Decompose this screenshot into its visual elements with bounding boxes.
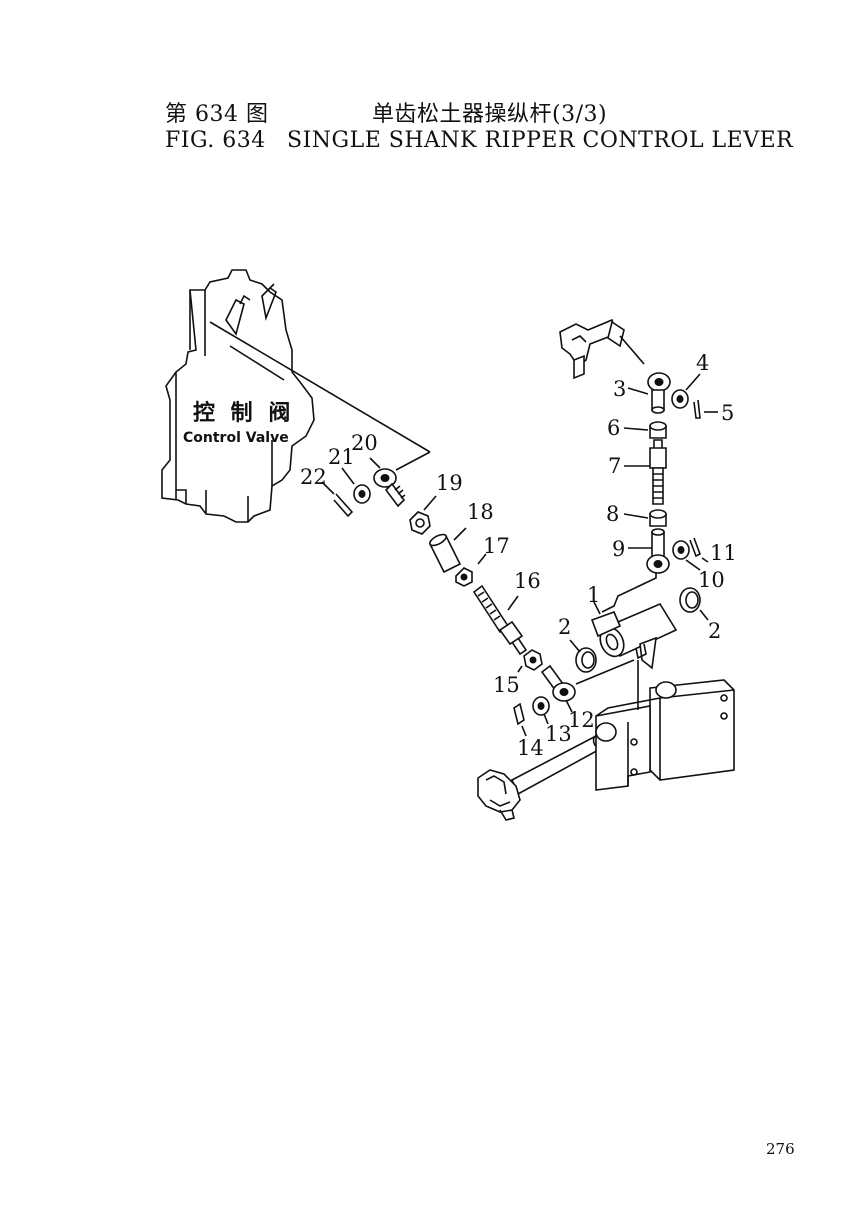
callout-21: 21 [328, 445, 355, 469]
part-1-lever [590, 566, 678, 710]
part-5-cotter-pin [693, 399, 701, 419]
part-13-nut [532, 696, 550, 716]
part-8-nut [649, 509, 667, 527]
callout-17: 17 [483, 534, 510, 558]
callout-10: 10 [698, 568, 725, 592]
callout-2-left: 2 [558, 615, 571, 639]
part-20-rod-end [373, 468, 406, 508]
part-17-nut [455, 567, 473, 587]
part-19-nut [409, 511, 431, 535]
figure-number-en: FIG. 634 [165, 128, 266, 153]
callout-15: 15 [493, 673, 520, 697]
callout-19: 19 [436, 471, 463, 495]
part-15-nut [523, 649, 543, 671]
part-18-sleeve [428, 533, 462, 574]
upper-lever-assembly [559, 318, 645, 380]
callout-12: 12 [568, 708, 595, 732]
callout-1: 1 [587, 583, 600, 607]
callout-6: 6 [607, 416, 620, 440]
part-9-rod-end [646, 528, 670, 574]
part-3-rod-end [647, 372, 671, 414]
part-4-nut [671, 389, 689, 409]
callout-11: 11 [710, 541, 737, 565]
callout-7: 7 [608, 454, 621, 478]
part-11-cotter-pin [689, 537, 702, 558]
part-21-nut [353, 484, 371, 504]
part-7-threaded-rod [649, 439, 667, 505]
part-2-bushing-left [575, 647, 597, 673]
callout-leaders [321, 373, 718, 737]
part-6-nut [649, 421, 667, 439]
callout-4: 4 [696, 351, 709, 375]
link-line-12 [575, 659, 635, 685]
page-number: 276 [766, 1140, 795, 1158]
part-10-nut [672, 540, 690, 560]
control-valve-label-en: Control Valve [183, 430, 289, 446]
part-2-bushing-right [679, 587, 701, 613]
callout-22: 22 [300, 465, 327, 489]
part-22-cotter-pin [333, 493, 354, 518]
callout-20: 20 [351, 431, 378, 455]
callout-5: 5 [721, 401, 734, 425]
callout-3: 3 [613, 377, 626, 401]
figure-number-cn: 第 634 图 [165, 102, 269, 127]
figure-title-cn: 单齿松土器操纵杆(3/3) [372, 102, 608, 127]
part-14-cotter-pin [513, 702, 525, 726]
control-valve-label-cn: 控 制 阀 [193, 400, 294, 426]
part-12-rod-end [540, 664, 576, 702]
callout-14: 14 [517, 736, 544, 760]
callout-8: 8 [606, 502, 619, 526]
callout-16: 16 [514, 569, 541, 593]
lever-bracket [595, 679, 735, 791]
callout-9: 9 [612, 537, 625, 561]
callout-18: 18 [467, 500, 494, 524]
valve-link-line [395, 451, 431, 471]
figure-title-en: SINGLE SHANK RIPPER CONTROL LEVER [287, 128, 794, 153]
control-valve-housing [161, 269, 431, 523]
callout-2-right: 2 [708, 619, 721, 643]
part-16-threaded-rod [472, 584, 528, 656]
callout-13: 13 [545, 722, 572, 746]
